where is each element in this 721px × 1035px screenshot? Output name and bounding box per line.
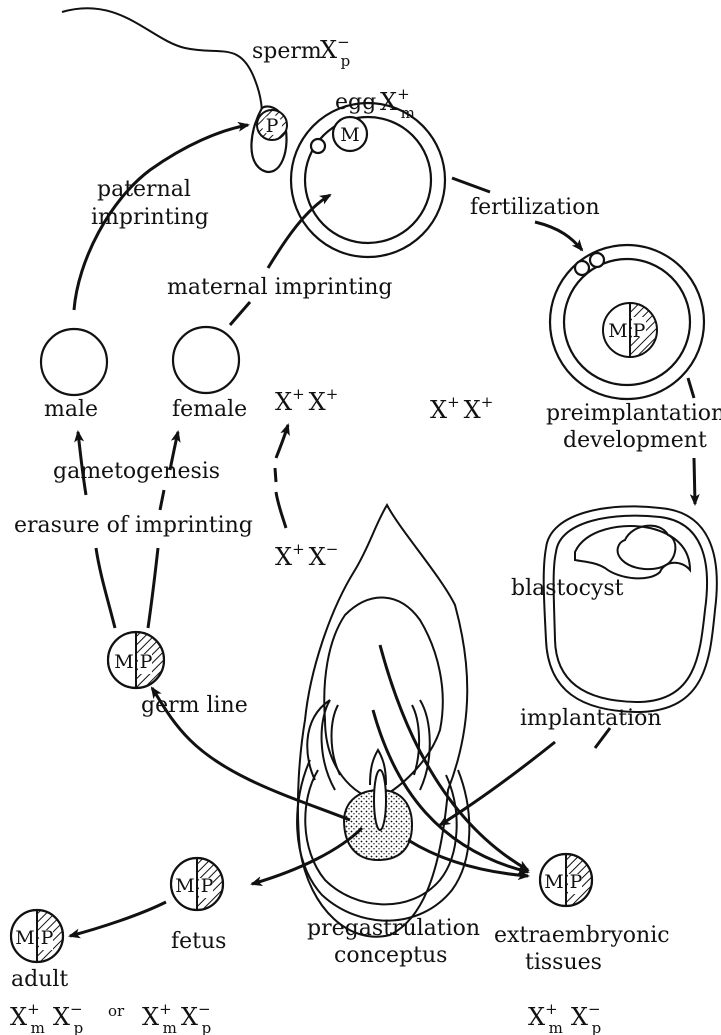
fetus-label: fetus [171,929,226,954]
preimplantation-arrow-b [694,458,695,504]
egg-m-letter: M [340,124,359,146]
adult-arrow [70,902,166,936]
svg-text:P: P [570,871,583,893]
zygote-polar-body-2 [590,253,604,267]
preimplantation-arrow-a [688,378,694,398]
fertilization-arrow-a [452,178,490,192]
svg-text:M: M [175,875,194,897]
svg-text:M: M [114,651,133,673]
x-reactivation-arrow-c [276,425,288,458]
germ-line-label: germ line [141,693,248,718]
extraembryonic-label: extraembryonic [494,923,670,948]
egg-label: egg [335,90,376,115]
male-label: male [44,397,98,422]
gametogenesis-arrow-female-b [160,490,164,510]
sperm-genotype: X−p [320,33,350,70]
erasure-label: erasure of imprinting [14,513,253,538]
svg-text:M: M [544,871,563,893]
egg: M [291,103,445,257]
blastocyst-label: blastocyst [511,576,624,601]
inner-cell-mass [575,526,690,578]
maternal-imprinting-arrow-a [230,302,250,325]
preimplantation-label-2: development [563,428,707,453]
zygote-polar-body-1 [575,261,589,275]
fetus-cell: M P [171,858,223,910]
svg-text:M: M [608,320,627,342]
female-cell [173,327,239,393]
polar-body [311,139,325,153]
sperm-p-letter: P [266,115,279,137]
implantation-label: implantation [520,706,662,731]
gametogenesis-arrow-female-a [148,548,158,628]
gametogenesis-arrow-male-a [96,548,115,628]
germ-cell: M P [108,632,164,688]
adult-label: adult [11,967,68,992]
svg-text:M: M [15,927,34,949]
sperm-label: sperm [252,39,322,64]
fertilization-arrow-b [535,222,582,250]
extraembryonic-label-2: tissues [525,950,602,975]
fertilization-label: fertilization [470,195,600,220]
genotype-xx-lower: X+X− [275,540,338,571]
maternal-imprinting-label: maternal imprinting [167,275,393,300]
female-label: female [172,397,247,422]
svg-text:P: P [201,875,214,897]
pregastrulation-label: pregastrulation [307,916,480,941]
x-reactivation-arrow-b [275,468,276,482]
or-label: or [108,1002,125,1020]
paternal-imprinting-label-2: imprinting [91,205,209,230]
sperm: P [62,8,287,172]
implantation-arrow-a [595,728,610,748]
svg-text:P: P [633,320,646,342]
gametogenesis-label: gametogenesis [53,459,220,484]
implantation-arrow-b [440,742,555,825]
svg-text:P: P [41,927,54,949]
svg-text:P: P [140,651,153,673]
preimplantation-label: preimplantation [546,401,721,426]
pregastrulation-label-2: conceptus [334,943,447,968]
zygote: M P [550,245,704,399]
x-reactivation-arrow-a [276,492,286,528]
genotype-xx-right: X+X+ [430,393,493,424]
male-cell [41,329,107,395]
paternal-imprinting-label: paternal [97,177,191,202]
adult-cell: M P [11,910,63,962]
genotype-xx-upper: X+X+ [275,385,338,416]
sperm-tail [62,8,262,118]
extraembryonic-cell: M P [540,854,592,906]
blastocyst [544,506,717,712]
